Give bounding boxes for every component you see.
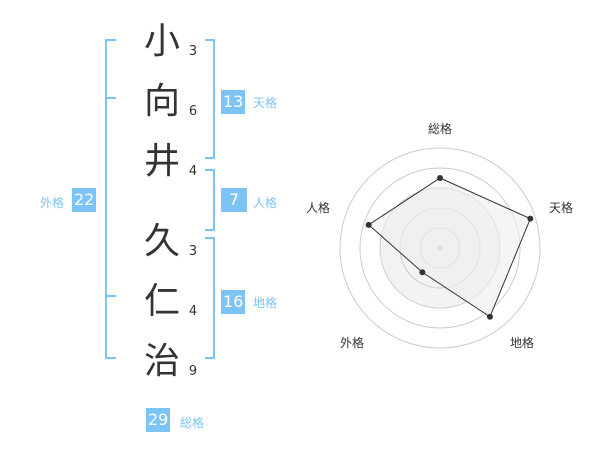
stroke-count-4: 3 <box>188 244 198 259</box>
radar-point-3 <box>486 313 493 320</box>
radar-point-4 <box>419 269 426 276</box>
jinkaku-label: 人格 <box>253 196 278 210</box>
jinkaku-badge: 7 <box>221 188 247 212</box>
chikaku-label: 地格 <box>253 296 278 310</box>
stroke-count-3: 4 <box>188 164 198 179</box>
soukaku-badge: 29 <box>146 408 171 432</box>
name-char-5: 仁 <box>143 281 180 322</box>
radar-axis-label-soukaku: 総格 <box>427 122 452 136</box>
stroke-count-6: 9 <box>188 364 198 379</box>
tenkaku-bracket <box>205 39 215 159</box>
gaikaku-label: 外格 <box>40 196 65 210</box>
radar-axis-label-jinkaku: 人格 <box>305 201 330 215</box>
radar-point-5 <box>365 221 372 228</box>
radar-axis-label-chikaku: 地格 <box>509 336 534 350</box>
radar-chart <box>339 147 541 349</box>
name-char-4: 久 <box>143 221 180 262</box>
name-char-3: 井 <box>143 141 180 182</box>
radar-axis-label-gaikaku: 外格 <box>339 336 364 350</box>
chikaku-bracket <box>205 237 215 359</box>
name-char-2: 向 <box>143 81 180 122</box>
gaikaku-badge: 22 <box>72 188 97 212</box>
tenkaku-label: 天格 <box>253 96 278 110</box>
radar-point-2 <box>527 215 534 222</box>
stroke-count-1: 3 <box>188 44 198 59</box>
stroke-count-2: 6 <box>188 104 198 119</box>
name-char-1: 小 <box>143 21 180 62</box>
brackets <box>105 39 215 359</box>
chikaku-badge: 16 <box>221 290 246 314</box>
name-char-6: 治 <box>143 341 180 382</box>
gaikaku-bracket <box>105 39 116 359</box>
radar-point-1 <box>437 175 443 181</box>
stroke-count-5: 4 <box>188 304 198 319</box>
jinkaku-bracket <box>205 169 215 231</box>
tenkaku-badge: 13 <box>221 90 246 114</box>
radar-series-polygon <box>367 177 531 318</box>
radar-axis-label-tenkaku: 天格 <box>548 201 573 215</box>
soukaku-label: 総格 <box>180 416 205 430</box>
